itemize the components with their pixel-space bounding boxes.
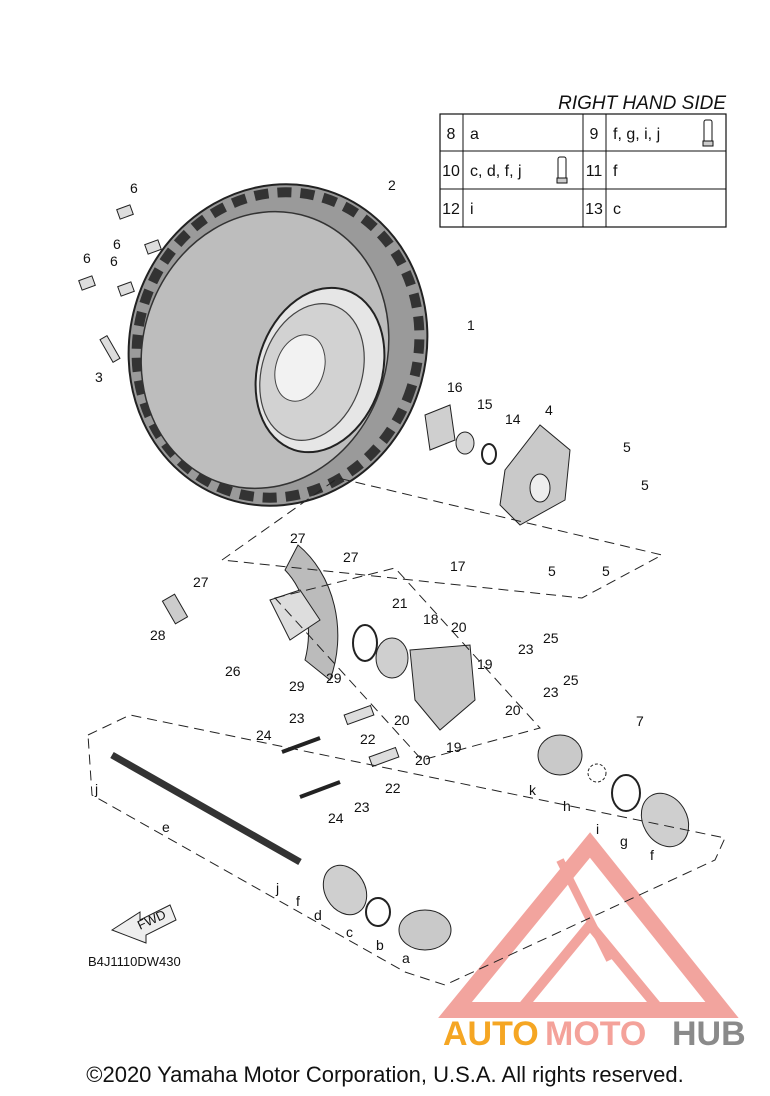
callout-f: f	[650, 847, 654, 863]
table-cell-num: 10	[442, 163, 460, 180]
callout-e: e	[162, 819, 170, 835]
callout-f: f	[296, 893, 300, 909]
grease-tube-icon	[556, 156, 568, 184]
callout-25: 25	[563, 672, 579, 688]
callout-5: 5	[641, 477, 649, 493]
table-title: RIGHT HAND SIDE	[558, 93, 726, 114]
table-cell-text: i	[470, 201, 474, 218]
lug-nut-parts	[78, 204, 162, 363]
callout-labels: 1 2 3 4 5 5 5 5 6 6 6 6 7 14 15 16 17 18…	[83, 177, 654, 966]
hub-parts	[424, 404, 571, 526]
callout-7: 7	[636, 713, 644, 729]
callout-h: h	[563, 798, 571, 814]
callout-k: k	[529, 782, 537, 798]
callout-29: 29	[289, 678, 305, 694]
callout-27: 27	[193, 574, 209, 590]
knuckle-parts	[281, 624, 476, 799]
watermark-text: AUTO MOTO HUB	[443, 1015, 746, 1053]
callout-5: 5	[548, 563, 556, 579]
callout-29: 29	[326, 670, 342, 686]
callout-3: 3	[95, 369, 103, 385]
callout-22: 22	[385, 780, 401, 796]
callout-20: 20	[505, 702, 521, 718]
watermark-part2: MOTO	[545, 1015, 646, 1053]
table-cell-text: a	[470, 126, 479, 143]
grease-tube-icon	[702, 119, 714, 147]
table-cell-num: 11	[586, 163, 603, 180]
callout-i: i	[596, 821, 599, 837]
callout-19: 19	[477, 656, 493, 672]
watermark-part3: HUB	[672, 1015, 746, 1053]
table-cell-num: 9	[590, 126, 599, 143]
callout-27: 27	[343, 549, 359, 565]
copyright-notice: ©2020 Yamaha Motor Corporation, U.S.A. A…	[86, 1062, 684, 1087]
callout-5: 5	[623, 439, 631, 455]
callout-j: j	[275, 880, 279, 896]
table-cell-text: c	[613, 201, 621, 218]
drive-shaft-parts	[110, 734, 690, 951]
callout-15: 15	[477, 396, 493, 412]
callout-25: 25	[543, 630, 559, 646]
callout-20: 20	[451, 619, 467, 635]
callout-b: b	[376, 937, 384, 953]
table-cell-num: 13	[585, 201, 603, 218]
brake-disc-parts	[161, 544, 339, 681]
callout-16: 16	[447, 379, 463, 395]
callout-20: 20	[415, 752, 431, 768]
watermark-part1: AUTO	[443, 1015, 539, 1053]
watermark-logo	[438, 832, 739, 1018]
callout-d: d	[314, 907, 322, 923]
callout-6: 6	[110, 253, 118, 269]
table-cell-num: 12	[442, 201, 460, 218]
table-cell-text: f, g, i, j	[613, 126, 660, 143]
callout-28: 28	[150, 627, 166, 643]
callout-4: 4	[545, 402, 553, 418]
callout-6: 6	[83, 250, 91, 266]
callout-23: 23	[289, 710, 305, 726]
callout-26: 26	[225, 663, 241, 679]
tire-illustration	[127, 183, 429, 507]
table-cell-text: f	[613, 163, 618, 180]
callout-23: 23	[354, 799, 370, 815]
callout-27: 27	[290, 530, 306, 546]
callout-6: 6	[130, 180, 138, 196]
fwd-arrow-icon: FWD	[110, 904, 177, 944]
callout-5: 5	[602, 563, 610, 579]
callout-19: 19	[446, 739, 462, 755]
callout-1: 1	[467, 317, 475, 333]
callout-14: 14	[505, 411, 521, 427]
callout-6: 6	[113, 236, 121, 252]
callout-20: 20	[394, 712, 410, 728]
callout-23: 23	[543, 684, 559, 700]
callout-j: j	[94, 781, 98, 797]
callout-a: a	[402, 950, 410, 966]
right-hand-side-table: RIGHT HAND SIDE 8 a 9 f, g, i, j 10 c, d…	[439, 93, 727, 228]
diagram-code: B4J1110DW430	[88, 954, 181, 969]
callout-23: 23	[518, 641, 534, 657]
callout-2: 2	[388, 177, 396, 193]
callout-21: 21	[392, 595, 408, 611]
callout-g: g	[620, 833, 628, 849]
callout-c: c	[346, 924, 353, 940]
group-outlines	[87, 477, 726, 986]
callout-24: 24	[328, 810, 344, 826]
callout-17: 17	[450, 558, 466, 574]
callout-18: 18	[423, 611, 439, 627]
table-cell-text: c, d, f, j	[470, 163, 522, 180]
table-cell-num: 8	[447, 126, 456, 143]
callout-24: 24	[256, 727, 272, 743]
callout-22: 22	[360, 731, 376, 747]
